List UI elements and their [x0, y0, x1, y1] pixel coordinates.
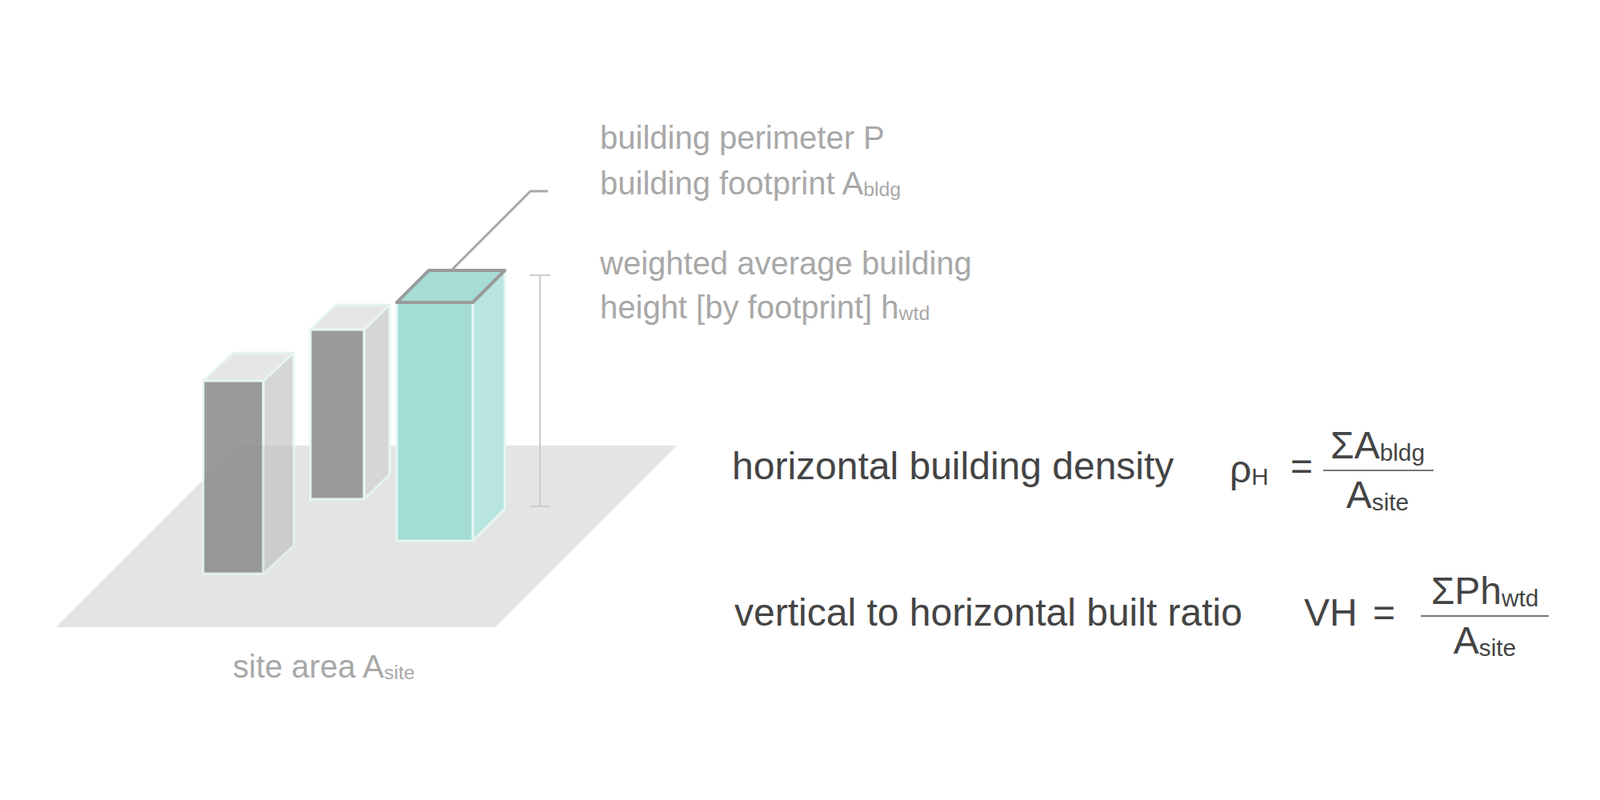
fraction-denominator: A — [1346, 473, 1372, 516]
site-label: site area A — [232, 648, 384, 684]
leader-line — [452, 191, 548, 270]
formula-symbol-line: VH — [1304, 590, 1358, 635]
fraction-bar — [1323, 469, 1434, 472]
subscript: site — [1372, 488, 1409, 516]
formula-name-line: vertical to horizontal built ratio — [734, 590, 1243, 635]
subscript: site — [1479, 634, 1516, 661]
formula-symbol: VH — [1304, 591, 1358, 634]
callout-label-line: building footprint Abldg — [600, 164, 901, 202]
building-middle — [310, 304, 390, 500]
building-highlight — [396, 270, 505, 541]
equals-sign: = — [1372, 591, 1396, 634]
fraction-denominator: A — [1453, 619, 1480, 662]
fraction-bar — [1420, 615, 1549, 617]
formula-symbol-line: ρH — [1229, 447, 1269, 492]
fraction-numerator-line: ΣAbldg — [1330, 423, 1425, 468]
subscript: wtd — [1501, 584, 1539, 612]
building-short — [203, 352, 294, 574]
equals-sign-line: = — [1372, 590, 1396, 635]
subscript: bldg — [863, 178, 901, 200]
subscript: bldg — [1380, 439, 1425, 466]
callout-label-line: weighted average building height [by foo… — [600, 241, 1048, 336]
equals-sign: = — [1290, 444, 1313, 488]
fraction-denominator-line: Asite — [1346, 472, 1409, 517]
fraction-numerator: ΣPh — [1431, 569, 1502, 612]
subscript: site — [384, 661, 416, 684]
formula-symbol: ρ — [1229, 448, 1252, 491]
site-label-line: site area Asite — [232, 648, 416, 685]
equals-sign-line: = — [1290, 444, 1313, 488]
formula-name-line: horizontal building density — [732, 444, 1174, 488]
height-bracket — [529, 275, 551, 507]
subscript: H — [1251, 463, 1269, 490]
formula-name: vertical to horizontal built ratio — [734, 591, 1243, 634]
fraction-denominator-line: Asite — [1453, 618, 1516, 663]
callout-label-line: building perimeter P — [600, 119, 885, 156]
fraction-numerator: ΣA — [1330, 424, 1380, 467]
callout-label: building footprint A — [600, 165, 864, 201]
subscript: wtd — [899, 302, 931, 324]
ground-shade — [203, 445, 294, 574]
callout-label: building perimeter P — [600, 120, 885, 156]
fraction-numerator-line: ΣPhwtd — [1431, 568, 1540, 613]
formula-name: horizontal building density — [732, 444, 1174, 488]
